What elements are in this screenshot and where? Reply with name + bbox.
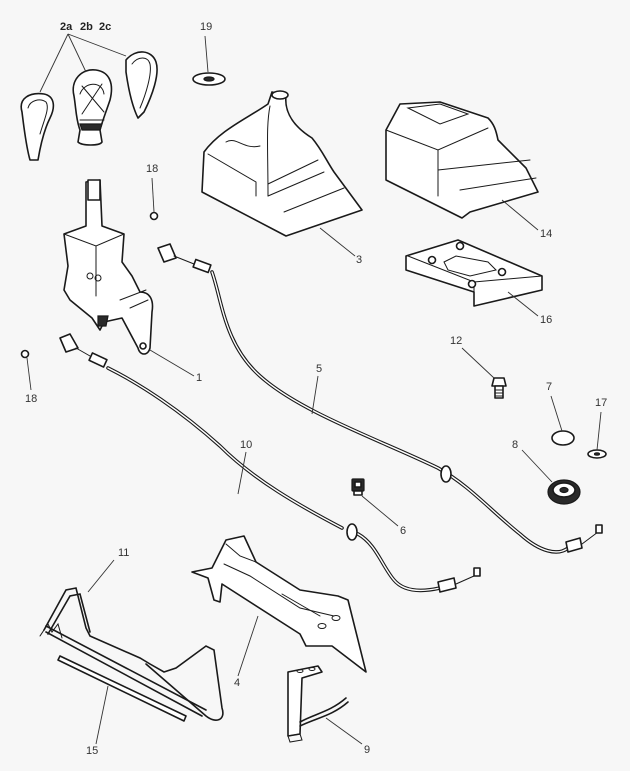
callout-2b: 2b [80, 21, 93, 33]
callout-3: 3 [356, 254, 362, 266]
part-3-gaiter [201, 90, 363, 257]
part-15-strip [57, 655, 187, 745]
callout-17: 17 [595, 397, 607, 409]
part-17-washer [587, 411, 607, 459]
part-11-wire [39, 559, 224, 721]
part-6-clip [351, 478, 399, 527]
callout-4: 4 [234, 677, 240, 689]
callout-11: 11 [118, 547, 129, 559]
callout-14: 14 [540, 228, 552, 240]
part-10-cable [59, 333, 481, 593]
part-2b-knob [72, 69, 113, 146]
callout-7: 7 [546, 381, 552, 393]
part-18-nut-upper [149, 177, 159, 221]
callout-15: 15 [86, 745, 98, 757]
callout-10: 10 [240, 439, 252, 451]
callout-6: 6 [400, 525, 406, 537]
callout-16: 16 [540, 314, 552, 326]
part-12-bolt [461, 347, 507, 399]
callout-5: 5 [316, 363, 322, 375]
part-7-cap [550, 395, 575, 446]
callout-18-lower: 18 [25, 393, 37, 405]
callout-12: 12 [450, 335, 462, 347]
callout-1: 1 [196, 372, 202, 384]
callout-8: 8 [512, 439, 518, 451]
part-18-nut-lower [20, 349, 32, 391]
callout-18-upper: 18 [146, 163, 158, 175]
part-8-grommet [521, 449, 581, 505]
part-14-console [385, 101, 539, 231]
callout-9: 9 [364, 744, 370, 756]
part-1-shifter [63, 179, 195, 377]
part-16-bracket [405, 239, 543, 317]
part-2c-knob [125, 51, 158, 119]
leader-2 [39, 33, 127, 93]
callout-2c: 2c [99, 21, 111, 33]
callout-2a: 2a [60, 21, 73, 33]
part-9-hook [287, 665, 363, 745]
part-2a-knob [20, 92, 55, 161]
part-4-bracket [191, 535, 367, 677]
callout-19: 19 [200, 21, 212, 33]
part-5-cable [157, 243, 603, 554]
part-19-washer [192, 35, 226, 86]
